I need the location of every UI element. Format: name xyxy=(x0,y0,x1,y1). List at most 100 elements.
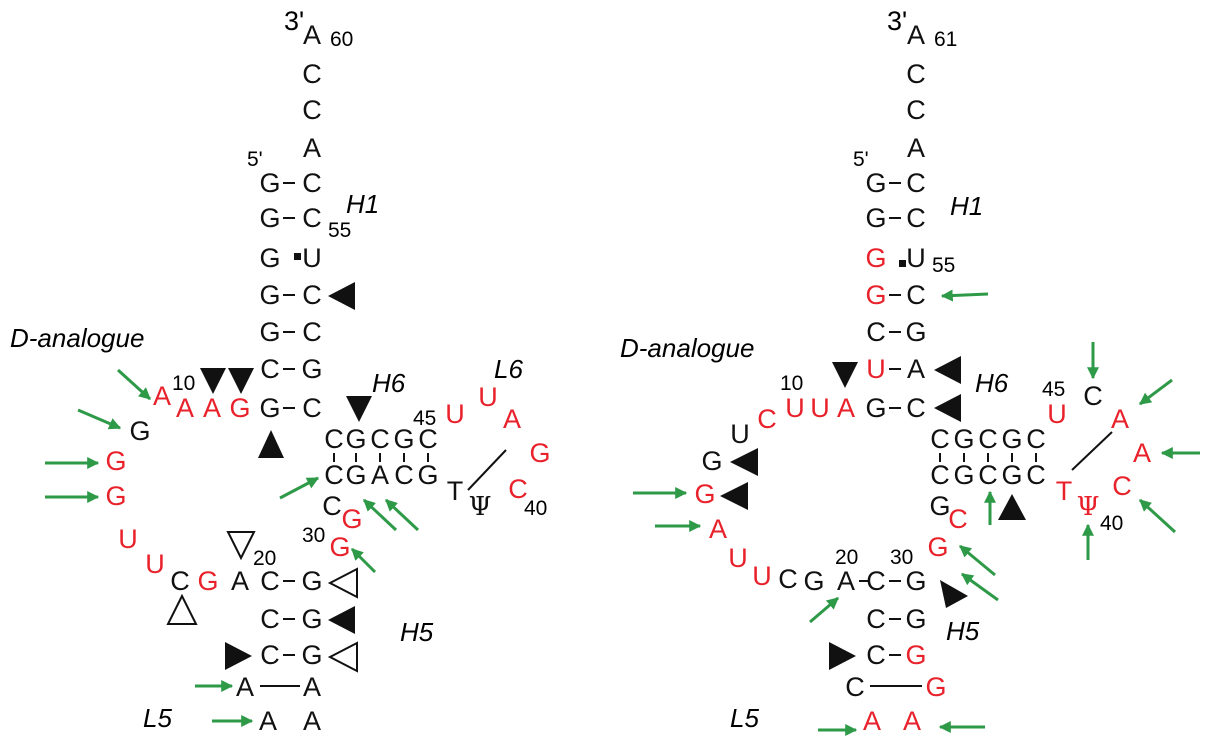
nucleotide: C xyxy=(302,168,322,198)
h6-label: H6 xyxy=(372,368,406,398)
nucleotide: A xyxy=(503,404,521,434)
position-number: 40 xyxy=(1100,512,1123,535)
nucleotide: C xyxy=(930,460,950,490)
nucleotide: C xyxy=(370,424,390,454)
nucleotide: C xyxy=(302,280,322,310)
nucleotide: G xyxy=(301,354,322,384)
green-arrow-icon xyxy=(1139,378,1173,406)
open-triangle-icon xyxy=(327,641,358,673)
l6-label: L6 xyxy=(494,354,523,384)
nucleotide: C xyxy=(978,460,998,490)
nucleotide: C xyxy=(866,317,886,347)
position-number: 10 xyxy=(172,372,195,395)
nucleotide: C xyxy=(1112,471,1132,501)
nucleotide: G xyxy=(259,317,280,347)
nucleotide: G xyxy=(905,317,926,347)
nucleotide: A xyxy=(371,460,389,490)
nucleotide: U xyxy=(810,393,830,423)
nucleotide: A xyxy=(203,393,221,423)
h1-label: H1 xyxy=(950,191,983,221)
filled-triangle-icon xyxy=(258,430,284,458)
nucleotide: G xyxy=(329,532,350,562)
nucleotide: C xyxy=(906,393,926,423)
nucleotide: G xyxy=(105,481,126,511)
filled-triangle-icon xyxy=(328,282,355,310)
open-triangle-icon xyxy=(327,567,358,599)
nucleotide: G xyxy=(417,460,438,490)
position-number: 40 xyxy=(524,497,547,520)
nucleotide: C xyxy=(260,354,280,384)
nucleotide: U xyxy=(1047,399,1067,429)
green-arrow-icon xyxy=(809,596,839,624)
nucleotide: C xyxy=(757,404,777,434)
panel-left: D-analogue H1 H5 H6 L5 L6 3' 5' A C C A … xyxy=(10,6,551,736)
filled-triangle-icon xyxy=(832,362,858,388)
nucleotide: C xyxy=(302,317,322,347)
green-arrow-icon xyxy=(350,547,377,574)
position-number: 20 xyxy=(835,546,858,569)
position-number: 60 xyxy=(330,28,353,51)
nucleotide: C xyxy=(302,203,322,233)
nucleotide: G xyxy=(197,566,218,596)
nucleotide: C xyxy=(906,203,926,233)
position-number: 10 xyxy=(780,372,803,395)
position-number: 55 xyxy=(932,254,955,277)
nucleotide: G xyxy=(1001,424,1022,454)
nucleotide: C xyxy=(866,566,886,596)
nucleotide: G xyxy=(925,672,946,702)
nucleotide: C xyxy=(302,95,322,125)
position-number: 30 xyxy=(890,546,913,569)
filled-triangle-icon xyxy=(720,482,748,510)
nucleotide: U xyxy=(478,382,498,412)
nucleotide: U xyxy=(730,419,750,449)
nucleotide: G xyxy=(929,491,950,521)
nucleotide: C xyxy=(322,491,342,521)
nucleotide: C xyxy=(845,672,865,702)
l5-label: L5 xyxy=(730,703,759,733)
nucleotide: G xyxy=(229,393,250,423)
nucleotide: A xyxy=(709,514,727,544)
nucleotide: A xyxy=(907,354,925,384)
green-arrow-icon xyxy=(362,498,398,532)
three-prime-label: 3' xyxy=(887,6,907,36)
nucleotide: C xyxy=(302,393,322,423)
green-arrow-icon xyxy=(961,572,999,602)
nucleotide: G xyxy=(259,168,280,198)
nucleotide: G xyxy=(529,438,550,468)
nucleotide: G xyxy=(259,393,280,423)
filled-triangle-icon xyxy=(940,580,968,608)
nucleotide: G xyxy=(927,532,948,562)
nucleotide: T xyxy=(1056,476,1073,506)
position-number: 20 xyxy=(253,547,276,570)
five-prime-label: 5' xyxy=(853,148,869,171)
nucleotide: Ψ xyxy=(1077,492,1100,522)
nucleotide: A xyxy=(153,381,171,411)
nucleotide: G xyxy=(905,640,926,670)
nucleotide: C xyxy=(1026,460,1046,490)
nucleotide: A xyxy=(907,20,925,50)
nucleotide: G xyxy=(345,460,366,490)
nucleotide: A xyxy=(236,672,254,702)
green-arrow-icon xyxy=(940,289,989,302)
gu-wobble-pair-icon xyxy=(294,253,301,260)
nucleotide: U xyxy=(906,243,926,273)
filled-triangle-icon xyxy=(730,448,758,476)
nucleotide: U xyxy=(118,524,138,554)
nucleotide: A xyxy=(1111,404,1129,434)
nucleotide: C xyxy=(930,424,950,454)
nucleotide: G xyxy=(905,604,926,634)
nucleotide: A xyxy=(837,393,855,423)
nucleotide: C xyxy=(866,640,886,670)
three-prime-label: 3' xyxy=(284,6,304,36)
nucleotide: G xyxy=(341,504,362,534)
h6-label: H6 xyxy=(975,368,1009,398)
nucleotide: G xyxy=(259,243,280,273)
position-number: 30 xyxy=(302,524,325,547)
nucleotide: A xyxy=(259,706,277,736)
nucleotide: G xyxy=(694,479,715,509)
nucleotide: A xyxy=(176,393,194,423)
h1-label: H1 xyxy=(346,189,379,219)
filled-triangle-icon xyxy=(328,606,355,634)
nucleotide: G xyxy=(803,566,824,596)
d-analogue-label: D-analogue xyxy=(10,323,144,353)
